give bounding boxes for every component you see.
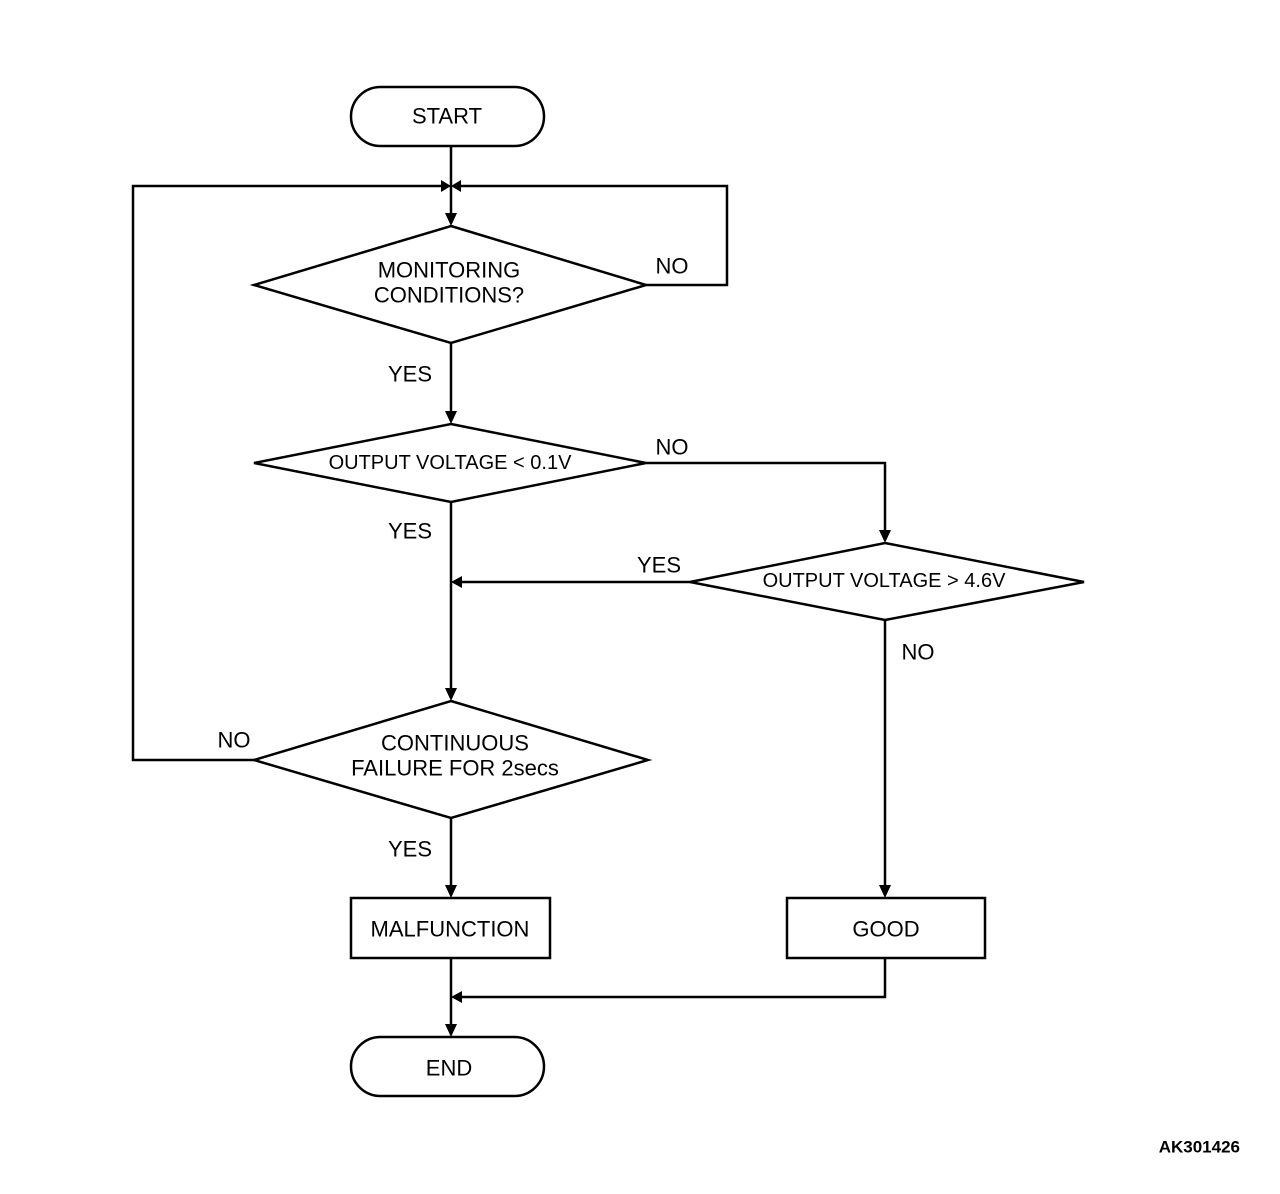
continuous-label-line1: CONTINUOUS bbox=[381, 731, 529, 756]
arrowhead-loop-left bbox=[441, 180, 451, 192]
arrowhead-into-continuous bbox=[445, 688, 457, 701]
end-terminal: END bbox=[349, 1035, 546, 1098]
connector-good-to-end bbox=[459, 958, 887, 999]
arrowhead-loop-right bbox=[451, 180, 461, 192]
connector-monitoring-no-loop bbox=[459, 184, 729, 287]
end-label: END bbox=[426, 1056, 472, 1081]
arrowhead-into-output-low bbox=[445, 411, 457, 424]
output-high-label: OUTPUT VOLTAGE > 4.6V bbox=[763, 570, 1007, 592]
connectors bbox=[131, 146, 887, 1027]
output-voltage-high-decision: OUTPUT VOLTAGE > 4.6V bbox=[689, 541, 1085, 622]
edge-label-continuous-no: NO bbox=[218, 728, 251, 753]
arrowheads bbox=[441, 180, 891, 1037]
start-terminal: START bbox=[349, 85, 546, 148]
figure-id: AK301426 bbox=[1159, 1138, 1240, 1157]
continuous-label-line2: FAILURE FOR 2secs bbox=[351, 756, 559, 781]
arrowhead-end-join bbox=[451, 991, 462, 1003]
edge-label-output-low-yes: YES bbox=[388, 519, 432, 544]
monitoring-label-line2: CONDITIONS? bbox=[374, 283, 524, 308]
monitoring-conditions-decision: MONITORING CONDITIONS? bbox=[249, 224, 651, 345]
good-label: GOOD bbox=[852, 917, 919, 942]
continuous-failure-decision: CONTINUOUS FAILURE FOR 2secs bbox=[249, 699, 653, 820]
output-low-label: OUTPUT VOLTAGE < 0.1V bbox=[329, 452, 573, 474]
edge-label-output-low-no: NO bbox=[656, 435, 689, 460]
edge-label-monitoring-no: NO bbox=[656, 254, 689, 279]
edge-label-continuous-yes: YES bbox=[388, 837, 432, 862]
start-label: START bbox=[412, 104, 482, 129]
arrowhead-into-end bbox=[445, 1024, 457, 1037]
arrowhead-into-good bbox=[879, 885, 891, 898]
edge-label-monitoring-yes: YES bbox=[388, 362, 432, 387]
arrowhead-yes-join bbox=[451, 576, 462, 588]
monitoring-label-line1: MONITORING bbox=[378, 258, 521, 283]
malfunction-process: MALFUNCTION bbox=[349, 896, 552, 960]
edge-labels: NO YES NO YES YES NO NO YES bbox=[218, 254, 935, 862]
output-voltage-low-decision: OUTPUT VOLTAGE < 0.1V bbox=[253, 422, 647, 504]
good-process: GOOD bbox=[785, 896, 987, 960]
malfunction-label: MALFUNCTION bbox=[371, 917, 530, 942]
edge-label-output-high-no: NO bbox=[902, 640, 935, 665]
arrowhead-into-output-high bbox=[879, 530, 891, 543]
connector-continuous-no-loop bbox=[131, 184, 443, 762]
edge-label-output-high-yes: YES bbox=[637, 553, 681, 578]
arrowhead-into-malfunction bbox=[445, 885, 457, 898]
arrowhead-into-monitoring bbox=[445, 213, 457, 226]
connector-output-low-no bbox=[646, 461, 887, 533]
